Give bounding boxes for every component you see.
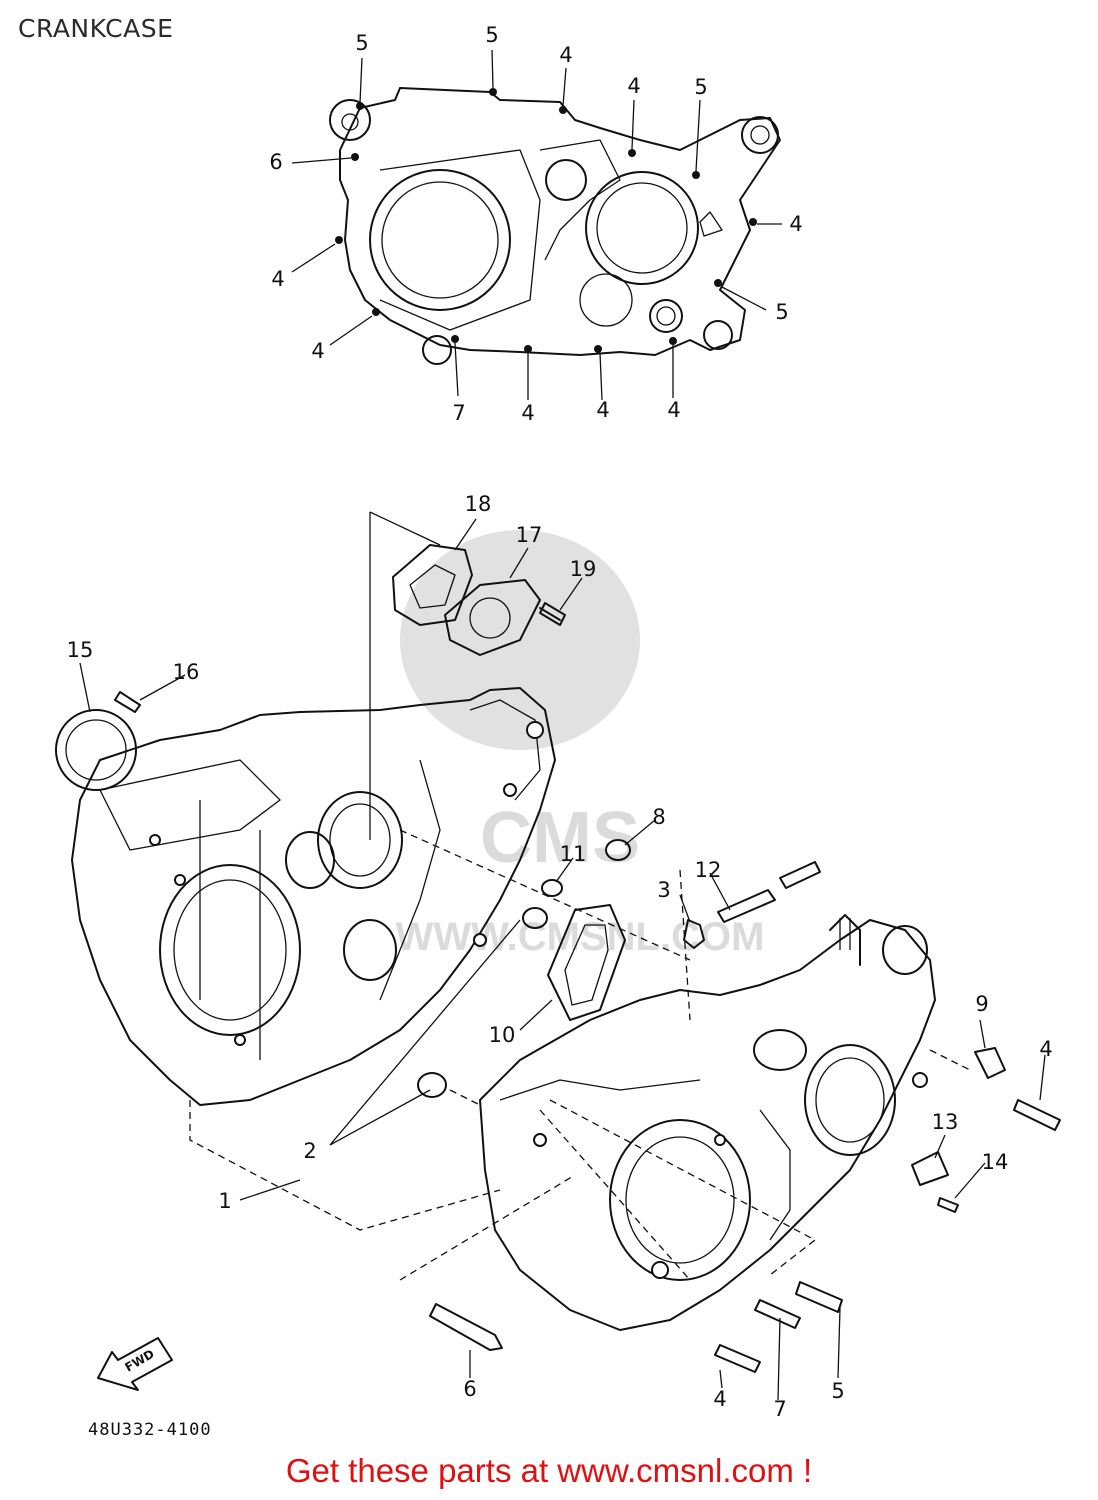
callout-12: 12 <box>695 858 722 882</box>
callout-4: 4 <box>596 398 609 422</box>
callout-5: 5 <box>355 31 368 55</box>
callout-16: 16 <box>173 660 200 684</box>
callout-11: 11 <box>560 842 587 866</box>
callout-4: 4 <box>667 398 680 422</box>
part-14-screw <box>937 1197 959 1213</box>
part-10-gasket <box>547 904 626 1021</box>
callout-7: 7 <box>452 401 465 425</box>
part-9-holder <box>974 1047 1006 1079</box>
watermark-text: CMS <box>480 798 640 878</box>
part-15-cover <box>55 709 137 791</box>
part-8-collar <box>605 839 631 861</box>
callout-17: 17 <box>516 523 543 547</box>
callout-4: 4 <box>1039 1037 1052 1061</box>
bottom-bolts <box>429 1281 843 1373</box>
top-bolt-holes <box>335 88 757 353</box>
callout-14: 14 <box>982 1150 1009 1174</box>
crankcase-top-view <box>291 49 782 401</box>
callout-10: 10 <box>489 1023 516 1047</box>
callout-9: 9 <box>975 992 988 1016</box>
part-11-pin <box>541 879 563 897</box>
part-4-bolt-right <box>1013 1099 1061 1131</box>
callout-8: 8 <box>652 805 665 829</box>
callout-4: 4 <box>627 74 640 98</box>
part-17-cover <box>444 579 541 656</box>
callout-4: 4 <box>713 1387 726 1411</box>
part-12-pipe <box>717 861 821 923</box>
callout-5: 5 <box>485 23 498 47</box>
part-2-dowel <box>417 1072 447 1098</box>
callout-6: 6 <box>463 1377 476 1401</box>
callout-19: 19 <box>570 557 597 581</box>
page-title: CRANKCASE <box>18 14 174 43</box>
part-19-bolt <box>539 602 566 626</box>
callout-2: 2 <box>303 1139 316 1163</box>
callout-15: 15 <box>67 638 94 662</box>
callout-18: 18 <box>465 492 492 516</box>
callout-5: 5 <box>775 300 788 324</box>
callout-7: 7 <box>773 1397 786 1421</box>
callout-6: 6 <box>269 150 282 174</box>
callout-1: 1 <box>218 1189 231 1213</box>
exploded-leaders <box>79 511 1046 1401</box>
callout-4: 4 <box>311 339 324 363</box>
exploded-dashed-lines <box>189 829 971 1281</box>
part-13-plate <box>911 1151 949 1186</box>
callout-4: 4 <box>559 43 572 67</box>
callout-13: 13 <box>932 1110 959 1134</box>
callout-5: 5 <box>694 75 707 99</box>
callout-4: 4 <box>789 212 802 236</box>
footer-parts-link[interactable]: Get these parts at www.cmsnl.com ! <box>285 1452 813 1489</box>
part-code: 48U332-4100 <box>88 1420 212 1440</box>
part-16-bolt <box>114 691 141 713</box>
crankcase-right-half <box>479 914 936 1331</box>
callout-4: 4 <box>521 401 534 425</box>
part-dowel <box>522 907 548 929</box>
callout-3: 3 <box>657 878 670 902</box>
crankcase-left-half <box>71 687 556 1106</box>
callout-4: 4 <box>271 267 284 291</box>
watermark: CMS WWW.CMSNL.COM <box>396 530 764 959</box>
fwd-arrow-icon: FWD <box>97 1337 173 1391</box>
callout-5: 5 <box>831 1379 844 1403</box>
part-18-gasket <box>392 544 473 626</box>
